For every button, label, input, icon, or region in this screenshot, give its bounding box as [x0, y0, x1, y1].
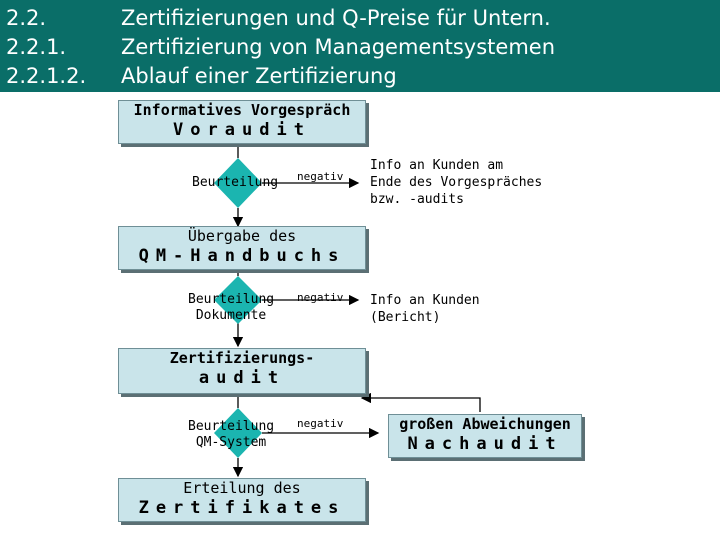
subsection-title: Zertifizierung von Managementsystemen: [121, 35, 556, 59]
decision-line: Beurteilung: [188, 292, 275, 307]
decision-label: Beurteilung: [192, 175, 279, 190]
subsubsection-number: 2.2.1.2.: [6, 64, 87, 88]
decision-diamond: [214, 276, 262, 324]
info-text: Info an Kunden (Bericht): [370, 292, 480, 326]
step-label: Übergabe des: [187, 227, 297, 245]
feedback-arrow: [360, 392, 481, 412]
page-title: Ablauf einer Zertifizierung: [121, 64, 397, 88]
info-line: Info an Kunden: [370, 293, 480, 308]
negative-label: negativ: [297, 417, 344, 430]
info-line: Info an Kunden am: [370, 158, 504, 173]
info-text: Info an Kunden am Ende des Vorgespräches…: [370, 157, 542, 208]
step-title: audit: [198, 368, 286, 388]
title-bar: 2.2. Zertifizierungen und Q-Preise für U…: [0, 0, 720, 92]
step-label: großen Abweichungen: [399, 415, 571, 433]
decision-line: Dokumente: [195, 308, 267, 323]
step-voraudit: Informatives Vorgespräch Voraudit: [118, 100, 366, 144]
step-qm-handbuch: Übergabe des QM-Handbuchs: [118, 226, 366, 270]
info-line: bzw. -audits: [370, 192, 464, 207]
section-title: Zertifizierungen und Q-Preise für Untern…: [121, 6, 551, 30]
decision-diamond: [214, 158, 262, 208]
negative-label: negativ: [297, 291, 344, 304]
decision-label: Beurteilung QM-System: [188, 419, 274, 451]
step-label: Informatives Vorgespräch: [133, 101, 351, 119]
decision-line: Beurteilung: [188, 419, 275, 434]
info-line: (Bericht): [370, 310, 441, 325]
decision-label: Beurteilung Dokumente: [188, 292, 274, 324]
decision-diamond: [214, 408, 262, 458]
section-number: 2.2.: [6, 6, 47, 30]
step-label: Erteilung des: [183, 479, 301, 497]
step-title: Zertifikates: [138, 498, 346, 518]
step-title: QM-Handbuchs: [138, 246, 346, 266]
decision-line: QM-System: [195, 435, 267, 450]
step-zertifizierungsaudit: Zertifizierungs- audit: [118, 348, 366, 394]
step-zertifikat: Erteilung des Zertifikates: [118, 478, 366, 522]
subsection-number: 2.2.1.: [6, 35, 67, 59]
step-title: Nachaudit: [407, 434, 563, 454]
step-title: Voraudit: [173, 120, 311, 140]
step-label: Zertifizierungs-: [169, 349, 315, 367]
negative-label: negativ: [297, 170, 344, 183]
info-line: Ende des Vorgespräches: [370, 175, 543, 190]
step-nachaudit: großen Abweichungen Nachaudit: [388, 414, 582, 458]
